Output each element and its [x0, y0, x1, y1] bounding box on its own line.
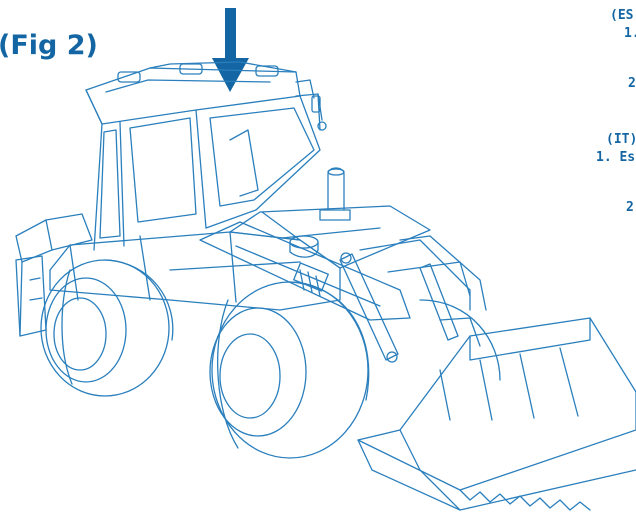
- rear-attachment: [15, 213, 93, 337]
- rear-wheel: [40, 259, 174, 397]
- front-bucket: [357, 317, 636, 511]
- language-heading-es: (ES: [610, 8, 634, 23]
- cab: [85, 61, 327, 251]
- down-arrow-icon: [212, 8, 249, 92]
- front-wheel: [209, 281, 501, 459]
- step-es-1: 1.: [624, 26, 636, 41]
- lift-arm: [199, 221, 487, 321]
- exhaust-pipe: [319, 167, 351, 221]
- side-mirror: [295, 79, 321, 113]
- instruction-text-column: (ES 1. 2 (IT): 1. Es 2: [596, 0, 636, 512]
- figure-label: (Fig 2): [0, 30, 98, 61]
- language-heading-it: (IT):: [606, 132, 636, 147]
- step-it-1: 1. Es: [596, 150, 636, 165]
- step-es-2: 2: [628, 76, 636, 91]
- step-it-2: 2: [626, 200, 634, 215]
- engine-deck: [229, 205, 431, 269]
- hydraulic-cylinders: [339, 252, 459, 363]
